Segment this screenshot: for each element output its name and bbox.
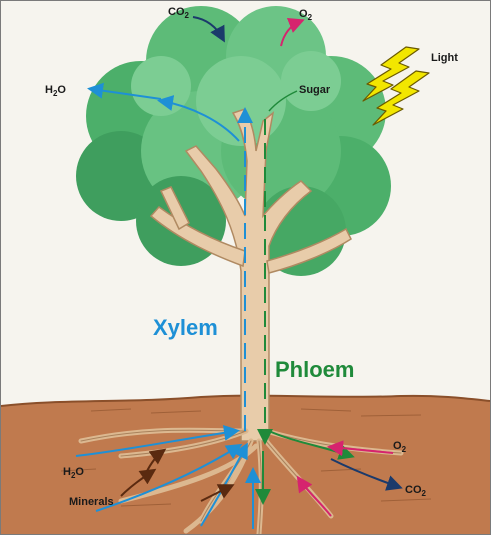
sugar-label: Sugar bbox=[299, 84, 331, 96]
phloem-label: Phloem bbox=[275, 357, 354, 382]
minerals-label: Minerals bbox=[69, 496, 114, 508]
o2-top-label: O2 bbox=[299, 8, 313, 22]
light-label: Light bbox=[431, 52, 458, 64]
h2o-leaf-label: H2O bbox=[45, 84, 66, 98]
xylem-label: Xylem bbox=[153, 315, 218, 340]
